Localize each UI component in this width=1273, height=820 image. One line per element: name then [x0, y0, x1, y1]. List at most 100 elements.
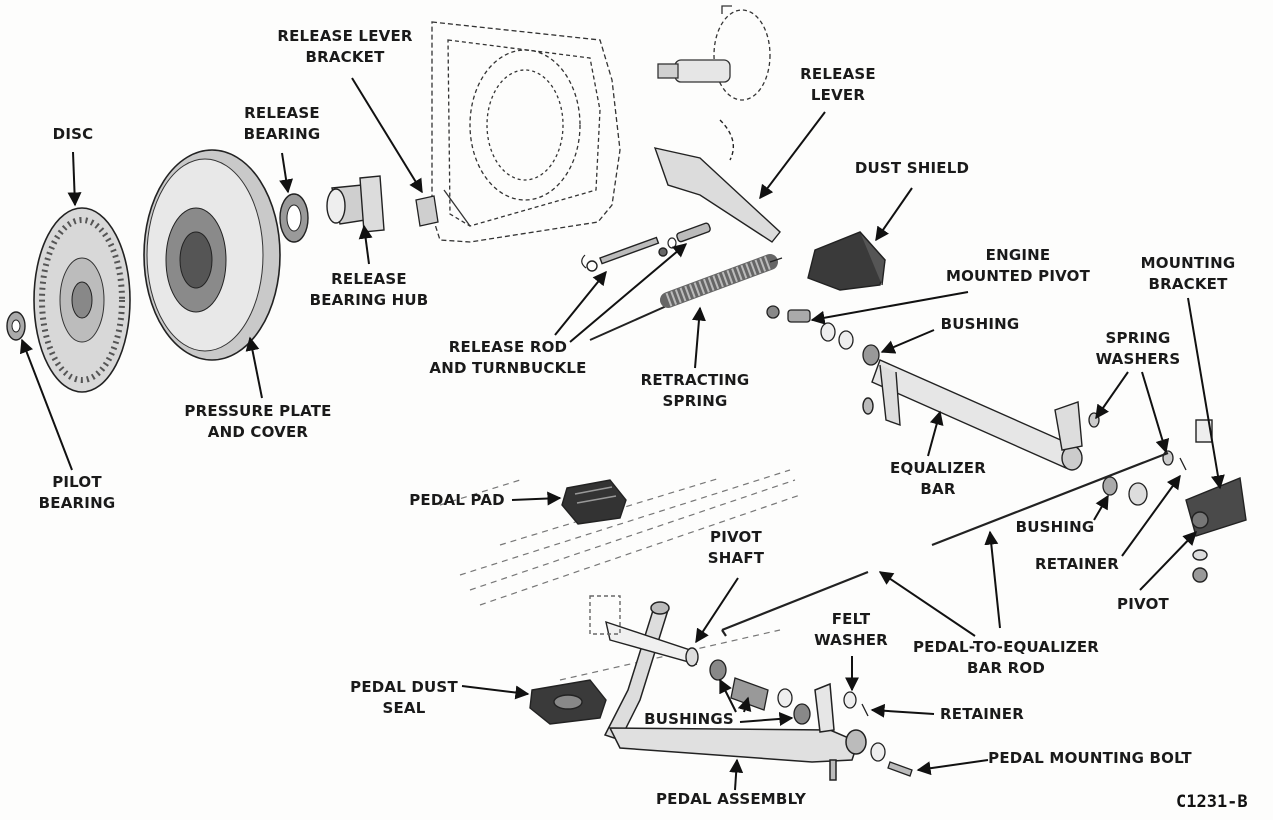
leader-pedal-dust-seal — [461, 685, 530, 700]
label-dust-shield: DUST SHIELD — [854, 159, 970, 177]
label-pivot: PIVOT — [1117, 595, 1169, 613]
pivot-shaft-bushings — [709, 659, 811, 725]
leader-release-lever-bracket — [351, 77, 423, 194]
label-equalizer-bar-line1: EQUALIZER — [890, 459, 986, 477]
leader-engine-mounted-pivot — [810, 291, 969, 325]
label-pedal-assembly: PEDAL ASSEMBLY — [655, 790, 807, 808]
label-pressure-plate-cover-line2: AND COVER — [207, 423, 309, 441]
leader-pressure-plate — [245, 336, 263, 399]
label-felt-washer-line1: FELT — [831, 610, 871, 628]
pedal-pad — [561, 479, 627, 525]
label-mounting-bracket-line2: BRACKET — [1148, 275, 1228, 293]
dust-shield — [807, 231, 886, 291]
label-release-rod-turnbuckle-line1: RELEASE ROD — [448, 338, 568, 356]
release-lever-bracket — [415, 195, 439, 227]
leader-bushings-a — [719, 678, 737, 713]
leader-release-rod-b — [569, 243, 688, 343]
label-pivot-shaft: PIVOT SHAFT — [708, 527, 764, 569]
leader-pedal-mounting-bolt — [916, 759, 989, 776]
label-release-rod-turnbuckle-line2: AND TURNBUCKLE — [429, 359, 587, 377]
leader-equalizer-bar — [927, 410, 944, 457]
label-release-lever-bracket-line2: BRACKET — [305, 48, 385, 66]
label-pilot-bearing-line2: BEARING — [38, 494, 116, 512]
label-pivot-shaft-line2: SHAFT — [707, 549, 765, 567]
label-pressure-plate-cover: PRESSURE PLATE AND COVER — [184, 401, 331, 443]
retracting-spring — [660, 254, 783, 308]
label-mounting-bracket-line1: MOUNTING — [1140, 254, 1236, 272]
label-release-rod-turnbuckle: RELEASE ROD AND TURNBUCKLE — [429, 337, 586, 379]
figure-code: C1231-B — [1176, 792, 1248, 812]
label-bushing-mid: BUSHING — [1015, 518, 1095, 536]
label-release-lever-bracket-line1: RELEASE LEVER — [277, 27, 413, 45]
release-rod-turnbuckle — [586, 222, 711, 341]
leader-rod-a — [984, 530, 1001, 629]
label-pedal-dust-seal: PEDAL DUST SEAL — [350, 677, 458, 719]
transmission-input-shaft — [657, 5, 771, 101]
leader-pedal-pad — [511, 491, 562, 506]
leader-rod-b — [878, 571, 976, 637]
label-pilot-bearing: PILOT BEARING — [39, 472, 116, 514]
label-pedal-pad: PEDAL PAD — [409, 491, 505, 509]
leader-release-bearing-hub — [358, 224, 373, 265]
label-engine-mounted-pivot-line1: ENGINE — [985, 246, 1051, 264]
label-release-bearing-hub-line1: RELEASE — [331, 270, 407, 288]
label-bushing-top: BUSHING — [940, 315, 1020, 333]
release-bearing-hub — [326, 175, 385, 233]
leader-retracting-spring — [691, 306, 706, 369]
label-pivot-shaft-line1: PIVOT — [710, 528, 762, 546]
label-felt-washer-line2: WASHER — [814, 631, 888, 649]
clutch-housing — [431, 21, 621, 243]
leader-spring-washers-b — [1141, 371, 1170, 454]
label-bushings: BUSHINGS — [644, 710, 734, 728]
label-pedal-dust-seal-line2: SEAL — [382, 699, 426, 717]
label-retracting-spring-line1: RETRACTING — [640, 371, 750, 389]
label-retracting-spring: RETRACTING SPRING — [641, 370, 750, 412]
leader-release-bearing — [279, 152, 294, 194]
label-pedal-to-equalizer-rod-line1: PEDAL-TO-EQUALIZER — [912, 638, 1100, 656]
label-release-lever-line1: RELEASE — [800, 65, 876, 83]
label-disc: DISC — [52, 125, 94, 143]
leader-lines — [19, 77, 1225, 791]
leader-retainer-bottom — [870, 703, 935, 718]
pedal-dust-seal — [529, 679, 607, 725]
felt-washer — [843, 691, 869, 717]
label-pedal-to-equalizer-rod: PEDAL-TO-EQUALIZER BAR ROD — [913, 637, 1099, 679]
leader-retainer-right — [1121, 474, 1181, 557]
label-release-lever-line2: LEVER — [810, 86, 866, 104]
label-equalizer-bar-line2: BAR — [920, 480, 956, 498]
leader-pilot-bearing — [19, 338, 73, 471]
release-bearing — [279, 193, 309, 243]
label-release-bearing: RELEASE BEARING — [244, 103, 321, 145]
label-release-lever-bracket: RELEASE LEVER BRACKET — [277, 26, 412, 68]
engine-mounted-pivot — [766, 305, 880, 366]
label-mounting-bracket: MOUNTING BRACKET — [1141, 253, 1236, 295]
pivot-bushing-right — [1102, 457, 1187, 506]
label-release-bearing-hub: RELEASE BEARING HUB — [310, 269, 429, 311]
label-pedal-dust-seal-line1: PEDAL DUST — [350, 678, 458, 696]
label-release-bearing-line1: RELEASE — [244, 104, 320, 122]
label-spring-washers-line1: SPRING — [1105, 329, 1171, 347]
pilot-bearing — [6, 311, 26, 341]
leader-pivot — [1139, 530, 1197, 591]
label-retainer-right: RETAINER — [1034, 555, 1120, 573]
pressure-plate — [143, 149, 281, 361]
leader-disc — [67, 151, 82, 207]
label-pressure-plate-cover-line1: PRESSURE PLATE — [184, 402, 332, 420]
mounting-bracket — [1185, 419, 1247, 583]
label-engine-mounted-pivot-line2: MOUNTED PIVOT — [945, 267, 1091, 285]
pedal-to-equalizer-rod — [721, 451, 1169, 637]
label-spring-washers: SPRING WASHERS — [1096, 328, 1181, 370]
leader-pedal-assembly — [729, 758, 744, 791]
label-equalizer-bar: EQUALIZER BAR — [890, 458, 986, 500]
leader-bushings-c — [739, 711, 794, 726]
leader-mounting-bracket — [1187, 297, 1225, 490]
label-release-bearing-line2: BEARING — [243, 125, 321, 143]
pivot-shaft — [589, 595, 699, 667]
label-retainer-bottom: RETAINER — [939, 705, 1025, 723]
label-engine-mounted-pivot: ENGINE MOUNTED PIVOT — [946, 245, 1090, 287]
label-release-bearing-hub-line2: BEARING HUB — [309, 291, 429, 309]
leader-dust-shield — [875, 187, 913, 242]
clutch-disc — [33, 207, 131, 393]
leader-release-lever — [759, 111, 826, 200]
